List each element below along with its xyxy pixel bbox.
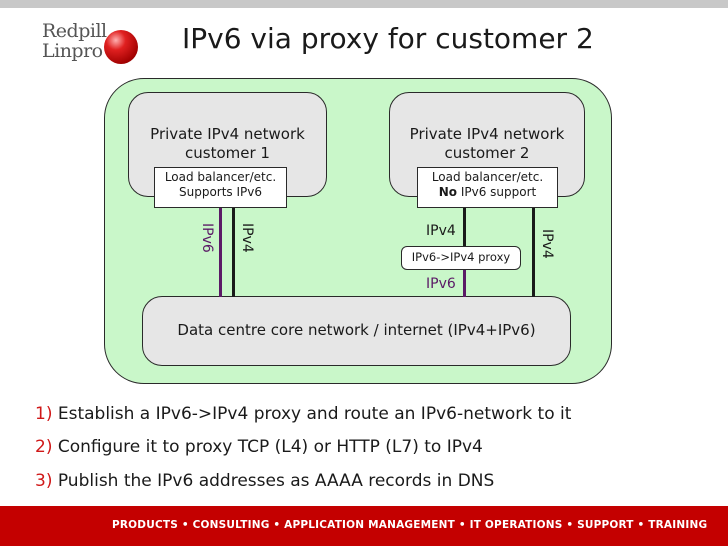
red-pill-icon bbox=[104, 30, 138, 64]
customer2-lb-line2: No IPv6 support bbox=[418, 185, 557, 200]
customer1-ipv4-label: IPv4 bbox=[239, 223, 255, 253]
customer1-ipv6-line bbox=[219, 208, 222, 297]
slide-title: IPv6 via proxy for customer 2 bbox=[182, 22, 594, 55]
footer-bar: PRODUCTS • CONSULTING • APPLICATION MANA… bbox=[0, 506, 728, 546]
customer1-title-line1: Private IPv4 network bbox=[150, 125, 305, 143]
customer2-title-line2: customer 2 bbox=[444, 144, 530, 162]
step-3-text: Publish the IPv6 addresses as AAAA recor… bbox=[52, 471, 495, 491]
customer2-ipv4-line bbox=[532, 208, 535, 297]
customer2-lb-rest: IPv6 support bbox=[457, 185, 537, 199]
customer2-ipv4-label: IPv4 bbox=[426, 223, 456, 239]
footer-text: PRODUCTS • CONSULTING • APPLICATION MANA… bbox=[112, 519, 708, 531]
customer2-proxy-ipv6-line bbox=[463, 270, 466, 297]
core-network-label: Data centre core network / internet (IPv… bbox=[177, 321, 536, 339]
ipv6-ipv4-proxy-box: IPv6->IPv4 proxy bbox=[401, 246, 521, 270]
no-support-emphasis: No bbox=[438, 185, 458, 199]
core-network-box: Data centre core network / internet (IPv… bbox=[142, 296, 571, 366]
customer1-ipv4-line bbox=[232, 208, 235, 297]
customer1-lb-line1: Load balancer/etc. bbox=[164, 170, 277, 184]
step-1: 1) Establish a IPv6->IPv4 proxy and rout… bbox=[35, 404, 571, 424]
logo-line2: Linpro bbox=[42, 40, 103, 62]
customer2-ipv6-label: IPv6 bbox=[426, 276, 456, 292]
customer2-proxy-ipv4-line bbox=[463, 208, 466, 246]
step-1-text: Establish a IPv6->IPv4 proxy and route a… bbox=[52, 404, 572, 424]
customer1-load-balancer: Load balancer/etc. Supports IPv6 bbox=[154, 167, 287, 208]
step-1-number: 1) bbox=[35, 404, 53, 424]
customer1-ipv6-label: IPv6 bbox=[199, 223, 215, 253]
step-2: 2) Configure it to proxy TCP (L4) or HTT… bbox=[35, 437, 483, 457]
customer2-load-balancer: Load balancer/etc. No IPv6 support bbox=[417, 167, 558, 208]
customer1-lb-line2: Supports IPv6 bbox=[178, 185, 262, 199]
logo-line1: Redpill bbox=[42, 20, 107, 42]
top-bar bbox=[0, 0, 728, 8]
step-2-text: Configure it to proxy TCP (L4) or HTTP (… bbox=[52, 437, 483, 457]
customer2-title-line1: Private IPv4 network bbox=[409, 125, 565, 143]
step-2-number: 2) bbox=[35, 437, 53, 457]
customer1-title-line2: customer 1 bbox=[185, 144, 270, 162]
step-3: 3) Publish the IPv6 addresses as AAAA re… bbox=[35, 471, 494, 491]
step-3-number: 3) bbox=[35, 471, 53, 491]
customer2-lb-line1: Load balancer/etc. bbox=[431, 170, 544, 184]
customer2-direct-ipv4-label: IPv4 bbox=[539, 229, 555, 259]
redpill-linpro-logo: Redpill Linpro bbox=[42, 20, 142, 72]
